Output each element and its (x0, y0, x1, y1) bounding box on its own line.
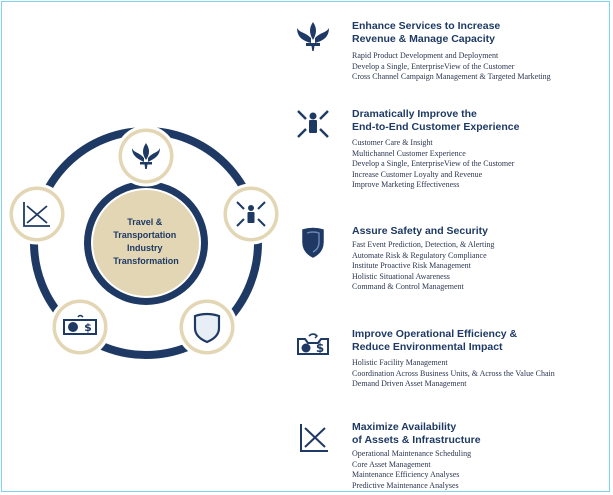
section-title: Maximize Availability of Assets & Infras… (352, 421, 481, 447)
section-title-line: Revenue & Manage Capacity (352, 33, 495, 45)
section-items: Operational Maintenance Scheduling Core … (352, 449, 471, 491)
section-title: Improve Operational Efficiency & Reduce … (352, 328, 517, 354)
fleur-icon (132, 143, 160, 169)
center-line-3: Industry (127, 243, 163, 253)
list-item: Institute Proactive Risk Management (352, 261, 471, 271)
section-title-line: Improve Operational Efficiency & (352, 328, 518, 340)
list-item: Demand Driven Asset Management (352, 379, 467, 389)
list-item: Customer Care & Insight (352, 138, 433, 147)
shield-icon (193, 312, 221, 344)
section-title-line: Assure Safety and Security (352, 225, 488, 237)
center-hub (91, 188, 201, 298)
list-item: Command & Control Management (352, 282, 464, 292)
section-title-line: Maximize Availability (352, 421, 457, 433)
currency-exchange-icon: $ (63, 314, 97, 335)
section-title: Dramatically Improve the End-to-End Cust… (352, 108, 519, 134)
list-item: Rapid Product Development and Deployment (352, 51, 499, 60)
list-item: Develop a Single, EnterpriseView of the … (352, 159, 515, 169)
list-item: Maintenance Efficiency Analyses (352, 470, 460, 480)
svg-text:$: $ (316, 341, 324, 355)
center-line-4: Transformation (113, 256, 179, 266)
section-items: Holistic Facility Management Coordinatio… (352, 358, 555, 390)
svg-text:$: $ (84, 321, 92, 334)
center-line-1: Travel & (127, 217, 163, 227)
section-title-line: End-to-End Customer Experience (352, 121, 520, 133)
node-safety-security (176, 296, 238, 358)
node-customer-experience (220, 183, 282, 245)
list-item: Automate Risk & Regulatory Compliance (352, 250, 487, 260)
list-item: Holistic Facility Management (352, 358, 448, 367)
transformation-wheel: Travel & Transportation Industry Transfo… (6, 125, 282, 359)
list-item: Fast Event Prediction, Detection, & Aler… (352, 240, 495, 249)
section-items: Rapid Product Development and Deployment… (352, 51, 551, 83)
section-title-line: Reduce Environmental Impact (352, 341, 503, 353)
shield-icon (302, 227, 324, 258)
person-arrows-icon (236, 201, 266, 227)
section-title-line: Dramatically Improve the (352, 108, 477, 120)
list-item: Multichannel Customer Experience (352, 148, 466, 158)
chart-cross-icon (23, 202, 50, 227)
list-item: Improve Marketing Effectiveness (352, 180, 460, 190)
list-item: Coordination Across Business Units, & Ac… (352, 368, 555, 378)
list-item: Cross Channel Campaign Management & Targ… (352, 72, 551, 82)
list-item: Core Asset Management (352, 459, 431, 469)
currency-exchange-icon: $ (297, 333, 329, 355)
fleur-icon (297, 22, 329, 51)
center-line-2: Transportation (113, 230, 176, 240)
list-item: Operational Maintenance Scheduling (352, 449, 472, 458)
section-title: Enhance Services to Increase Revenue & M… (352, 20, 500, 46)
list-item: Holistic Situational Awareness (352, 271, 450, 281)
list-item: Develop a Single, EnterpriseView of the … (352, 61, 515, 71)
section-items: Fast Event Prediction, Detection, & Aler… (352, 240, 494, 293)
section-title-line: of Assets & Infrastructure (352, 434, 481, 446)
list-item: Increase Customer Loyalty and Revenue (352, 169, 483, 179)
center-title: Travel & Transportation Industry Transfo… (113, 217, 179, 266)
person-arrows-icon (297, 110, 329, 138)
section-items: Customer Care & Insight Multichannel Cus… (352, 138, 514, 191)
section-title-line: Enhance Services to Increase (352, 20, 501, 32)
list-item: Predictive Maintenance Analyses (352, 480, 459, 490)
chart-cross-icon (300, 424, 328, 452)
node-operational-efficiency: $ (49, 296, 111, 358)
section-title: Assure Safety and Security (352, 225, 488, 238)
node-enhance-services (115, 125, 177, 187)
node-asset-availability (6, 183, 68, 245)
